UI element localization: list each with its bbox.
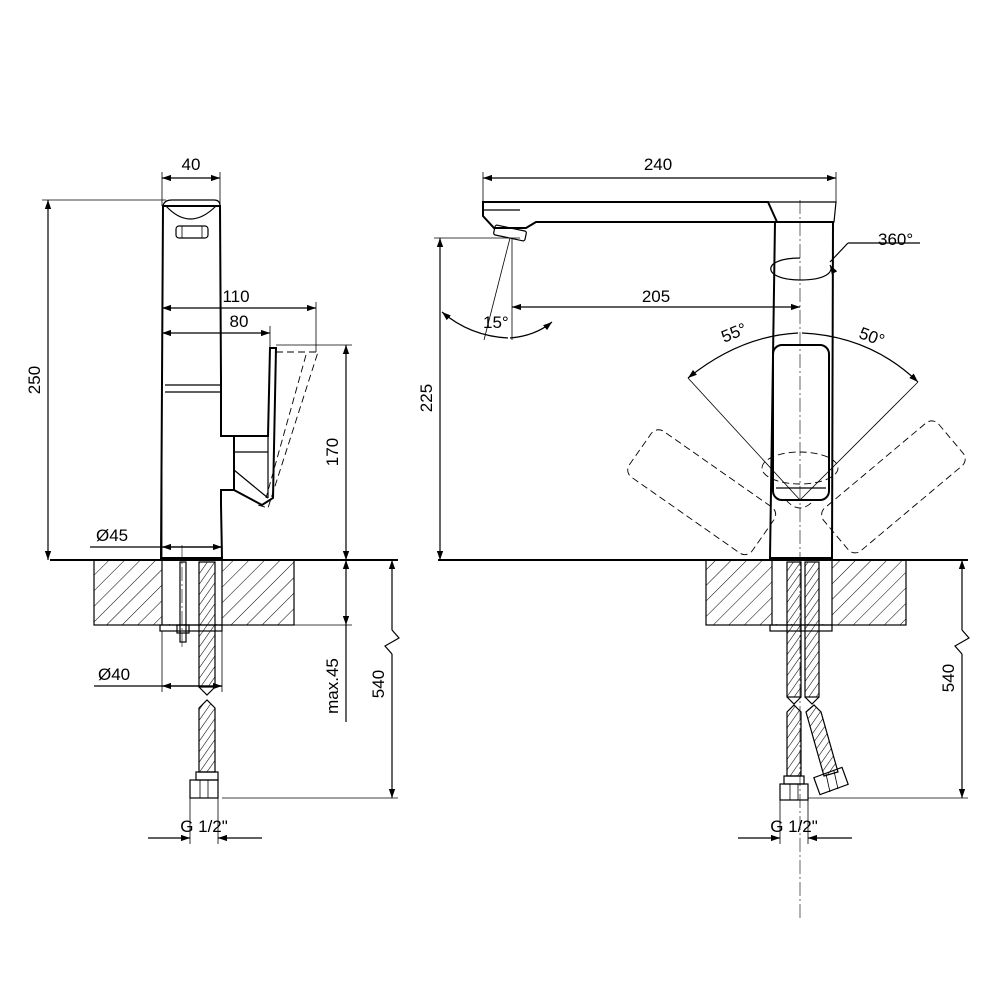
- dimension-40: 40: [161, 155, 221, 206]
- dimension-540-left: 540: [222, 560, 400, 799]
- label-diameter-45: Ø45: [96, 526, 128, 545]
- dimension-205: 205: [511, 238, 800, 340]
- front-view: 240 360° 225 205 15°: [417, 155, 970, 920]
- label-80: 80: [230, 312, 249, 331]
- label-205: 205: [642, 287, 670, 306]
- dimension-360-degrees: 360°: [829, 230, 920, 263]
- label-thread-right: G 1/2": [770, 817, 818, 836]
- label-110: 110: [222, 287, 249, 306]
- label-225: 225: [417, 384, 436, 412]
- dimension-110: 110: [161, 287, 317, 558]
- label-360-degrees: 360°: [878, 230, 913, 249]
- label-max-45: max.45: [323, 658, 342, 714]
- faucet-body-front: [482, 200, 966, 920]
- dimension-diameter-40: Ø40: [94, 631, 223, 692]
- dimension-50-degrees: 50°: [799, 324, 919, 501]
- dimension-thread-right: G 1/2": [738, 800, 852, 844]
- label-diameter-40: Ø40: [98, 665, 130, 684]
- side-view: 40 250 110 80 170: [25, 155, 400, 844]
- dimension-15-degrees: 15°: [441, 237, 553, 341]
- label-55-degrees: 55°: [718, 319, 749, 346]
- label-540-right: 540: [939, 664, 958, 692]
- label-thread-left: G 1/2": [180, 817, 228, 836]
- dimension-55-degrees: 55°: [687, 319, 801, 501]
- label-15-degrees: 15°: [483, 313, 509, 332]
- lever-rotated-right: [821, 420, 966, 554]
- dimension-540-right: 540: [808, 560, 970, 799]
- label-40: 40: [182, 155, 201, 174]
- dimension-250: 250: [25, 199, 166, 560]
- countertop-section-right: [438, 559, 968, 626]
- label-250: 250: [25, 366, 44, 394]
- label-170: 170: [323, 438, 342, 466]
- label-50-degrees: 50°: [857, 324, 888, 351]
- dimension-170: 170: [276, 344, 352, 560]
- dimension-max-45: max.45: [222, 560, 352, 722]
- countertop-section-left: [50, 559, 398, 626]
- dimension-240: 240: [482, 155, 837, 202]
- dimension-80: 80: [162, 312, 271, 348]
- faucet-body-side: [159, 199, 319, 799]
- label-540-left: 540: [369, 670, 388, 698]
- label-240: 240: [644, 155, 672, 174]
- dimension-thread-left: G 1/2": [148, 798, 262, 844]
- dimension-225: 225: [417, 237, 520, 560]
- lever-rotated-left: [627, 429, 777, 556]
- dimension-diameter-45: Ø45: [90, 526, 222, 551]
